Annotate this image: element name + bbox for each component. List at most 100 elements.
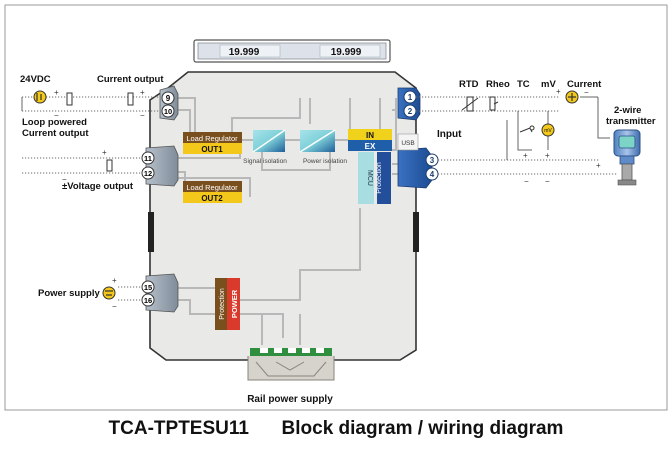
current-output-label: Current output <box>97 74 164 85</box>
two-wire-label-line2: transmitter <box>606 116 656 127</box>
in-ex-block: IN EX <box>348 129 392 151</box>
current-output-load-resistor-1 <box>66 92 73 106</box>
left-terminal-block-bottom <box>145 273 179 313</box>
display-reading-1: 19.999 <box>229 47 260 58</box>
svg-text:12: 12 <box>144 169 152 178</box>
load-regulator-1-label: Load Regulator <box>186 134 238 143</box>
plus-sign-power: + <box>112 276 117 285</box>
svg-text:1: 1 <box>408 93 413 102</box>
thermocouple-icon <box>519 125 535 133</box>
plus-sign-24v: + <box>54 88 59 97</box>
current-output-load-resistor-2 <box>127 92 134 106</box>
caption-model: TCA-TPTESU11 <box>108 418 249 439</box>
minus-sign-tc: − <box>524 177 529 186</box>
protection-input-block: Protection <box>376 152 391 204</box>
mv-label: mV <box>541 79 556 90</box>
rtd-sensor-icon <box>461 96 479 112</box>
two-wire-label-line1: 2-wire <box>614 105 641 116</box>
input-label: Input <box>437 129 462 140</box>
housing-side-clip-left <box>148 212 154 252</box>
terminal-4: 4 <box>425 167 439 181</box>
loop-powered-output-wiring <box>21 96 160 112</box>
24vdc-label: 24VDC <box>20 74 51 85</box>
display-panel: 19.999 19.999 <box>193 39 391 63</box>
power-protection-block: Protection POWER <box>215 278 240 330</box>
plus-sign-current-out: + <box>140 88 145 97</box>
svg-text:10: 10 <box>164 107 172 116</box>
svg-text:3: 3 <box>430 156 435 165</box>
load-regulator-out1: Load Regulator OUT1 <box>183 132 242 154</box>
svg-text:16: 16 <box>144 296 152 305</box>
mcu-label: MCU <box>366 170 373 186</box>
protection-bottom-label: Protection <box>219 288 226 320</box>
rail-connector <box>247 348 335 381</box>
usb-port: USB <box>397 133 419 151</box>
display-reading-2: 19.999 <box>331 47 362 58</box>
mcu-block: MCU <box>358 152 374 204</box>
power-label: POWER <box>230 289 239 318</box>
terminal-12: 12 <box>141 166 155 180</box>
rheostat-icon <box>489 96 499 111</box>
terminal-1: 1 <box>403 90 417 104</box>
power-isolation-label: Power isolation <box>303 158 347 165</box>
terminal-16: 16 <box>141 293 155 307</box>
power-supply-label: Power supply <box>38 288 100 299</box>
protection-right-label: Protection <box>376 162 383 194</box>
figure-caption: TCA-TPTESU11 Block diagram / wiring diag… <box>0 418 672 440</box>
minus-sign-24v: − <box>54 111 59 120</box>
signal-isolation-label: Signal isolation <box>243 158 287 165</box>
voltage-output-label: ±Voltage output <box>62 181 134 192</box>
voltage-output-load-resistor <box>106 159 113 172</box>
mv-source-badge: mV <box>544 128 552 134</box>
plus-sign-volt-out: + <box>102 148 107 157</box>
in-label: IN <box>366 131 374 140</box>
out2-label: OUT2 <box>201 194 223 203</box>
terminal-3: 3 <box>425 153 439 167</box>
power-isolation-block: Power isolation <box>299 129 347 165</box>
svg-text:11: 11 <box>144 154 152 163</box>
voltage-output-wiring <box>22 157 142 174</box>
current-input-label: Current <box>567 79 602 90</box>
svg-text:15: 15 <box>144 283 152 292</box>
terminal-11: 11 <box>141 151 155 165</box>
plus-sign-current-in: + <box>556 87 561 96</box>
current-source-icon <box>565 90 579 104</box>
minus-sign-current-in: − <box>584 88 589 97</box>
housing-side-clip-right <box>413 212 419 252</box>
out1-label: OUT1 <box>201 145 223 154</box>
plus-sign-mv: + <box>545 151 550 160</box>
minus-sign-volt-out: − <box>62 175 67 184</box>
plus-sign-tx: + <box>596 161 601 170</box>
loop-powered-label-line1: Loop powered <box>22 117 87 128</box>
rail-power-supply-label: Rail power supply <box>247 394 333 405</box>
24vdc-source-icon <box>33 90 47 104</box>
left-terminal-block-mid <box>145 145 179 187</box>
two-wire-transmitter-icon <box>613 129 641 186</box>
minus-sign-power: − <box>112 302 117 311</box>
load-regulator-2-label: Load Regulator <box>186 183 238 192</box>
minus-sign-current-out: − <box>140 111 145 120</box>
terminal-15: 15 <box>141 280 155 294</box>
power-supply-wiring <box>118 286 142 301</box>
terminal-10: 10 <box>161 104 175 118</box>
terminal-2: 2 <box>403 104 417 118</box>
terminal-9: 9 <box>161 91 175 105</box>
caption-subtitle: Block diagram / wiring diagram <box>281 418 564 439</box>
load-regulator-out2: Load Regulator OUT2 <box>183 181 242 203</box>
svg-text:2: 2 <box>408 107 413 116</box>
plus-sign-tc: + <box>523 151 528 160</box>
tc-label: TC <box>517 79 530 90</box>
loop-powered-label-line2: Current output <box>22 128 89 139</box>
svg-text:4: 4 <box>430 170 435 179</box>
power-supply-source-icon <box>102 286 116 300</box>
rheo-label: Rheo <box>486 79 510 90</box>
rtd-label: RTD <box>459 79 479 90</box>
minus-sign-mv: − <box>545 177 550 186</box>
ex-label: EX <box>365 142 376 151</box>
svg-text:9: 9 <box>166 94 171 103</box>
usb-label: USB <box>401 140 414 147</box>
right-terminal-block-mid <box>397 147 433 189</box>
input-wiring <box>416 96 618 175</box>
